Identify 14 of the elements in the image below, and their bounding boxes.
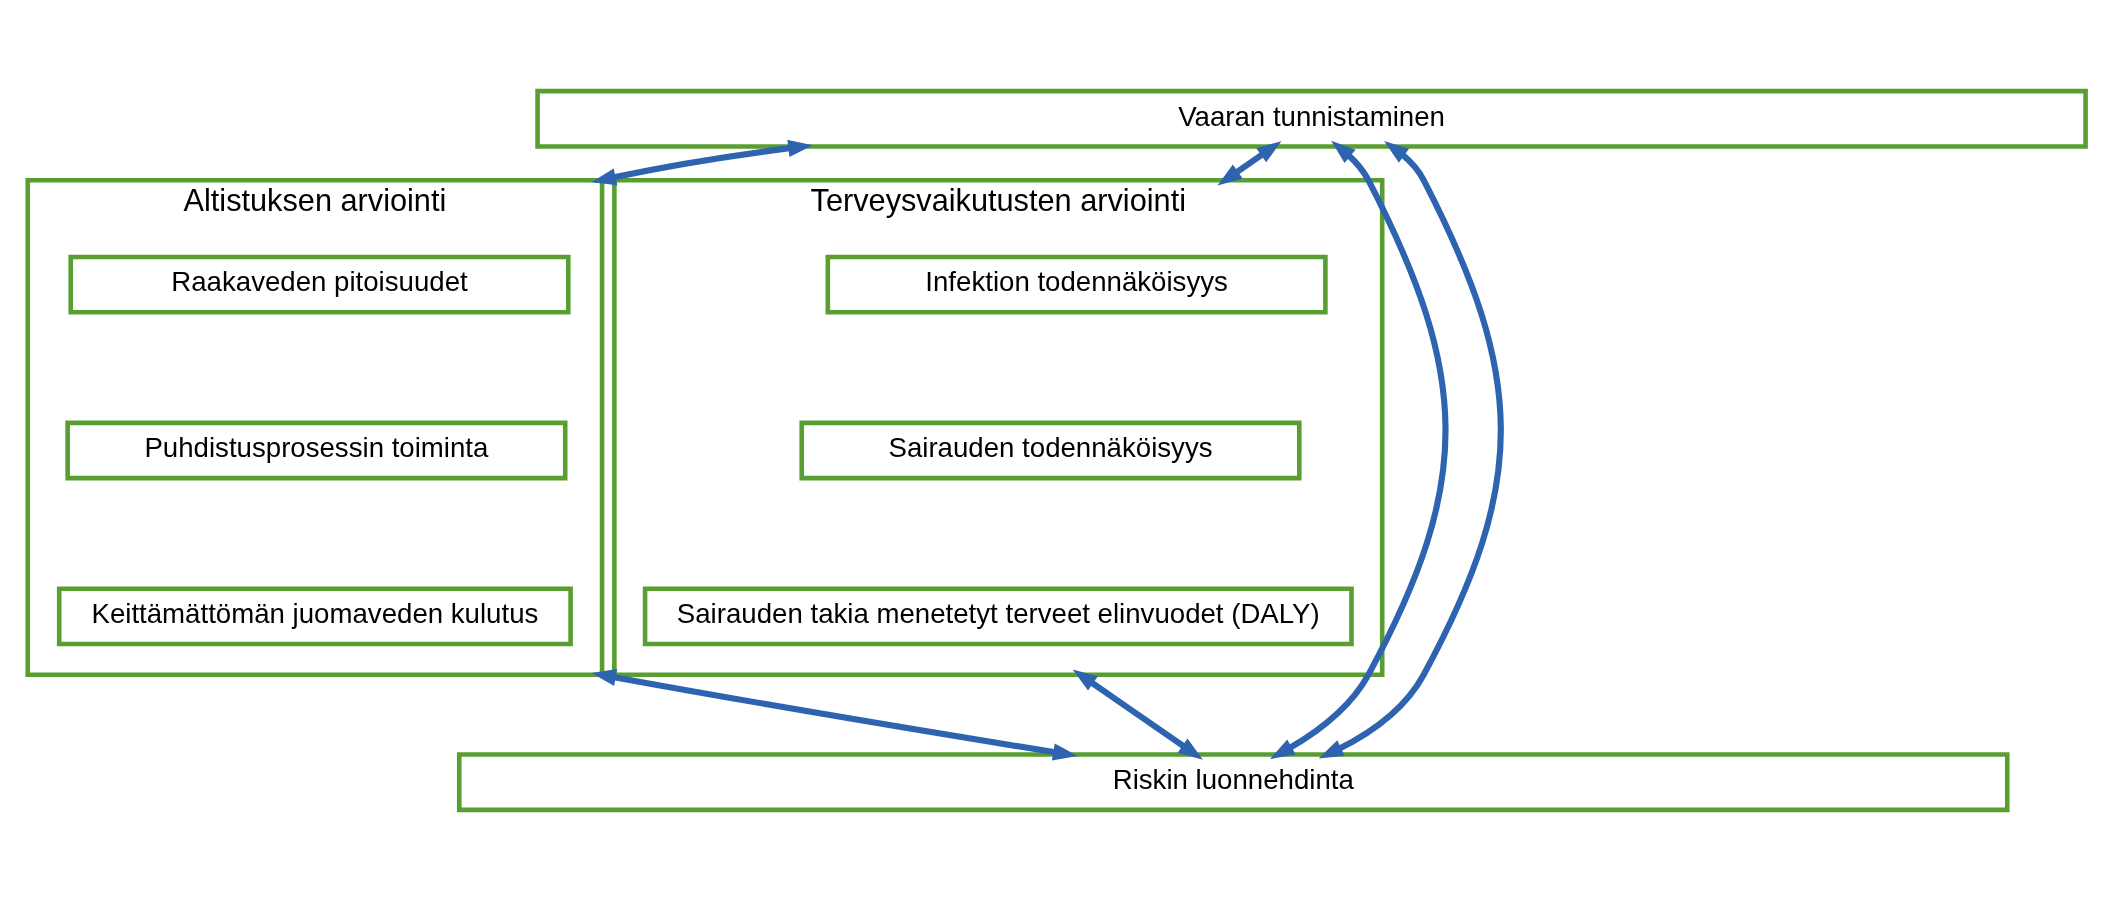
node-box: Raakaveden pitoisuudet [68, 254, 571, 315]
node-box: Sairauden todennäköisyys [799, 420, 1302, 481]
node-box: Puhdistusprosessin toiminta [65, 420, 568, 481]
arrow [1269, 140, 1449, 760]
arrow [591, 669, 1078, 761]
node-box: Infektion todennäköisyys [825, 254, 1328, 315]
node-box: Vaaran tunnistaminen [535, 88, 2088, 149]
arrow [591, 139, 813, 186]
arrow [1072, 669, 1203, 760]
node-box: Keittämättömän juomaveden kulutus [56, 586, 573, 647]
node-box: Riskin luonnehdinta [456, 752, 2010, 813]
node-box: Sairauden takia menetetyt terveet elinvuodet (DALY) [642, 586, 1354, 647]
arrow [1318, 141, 1504, 759]
arrow [1217, 141, 1282, 186]
